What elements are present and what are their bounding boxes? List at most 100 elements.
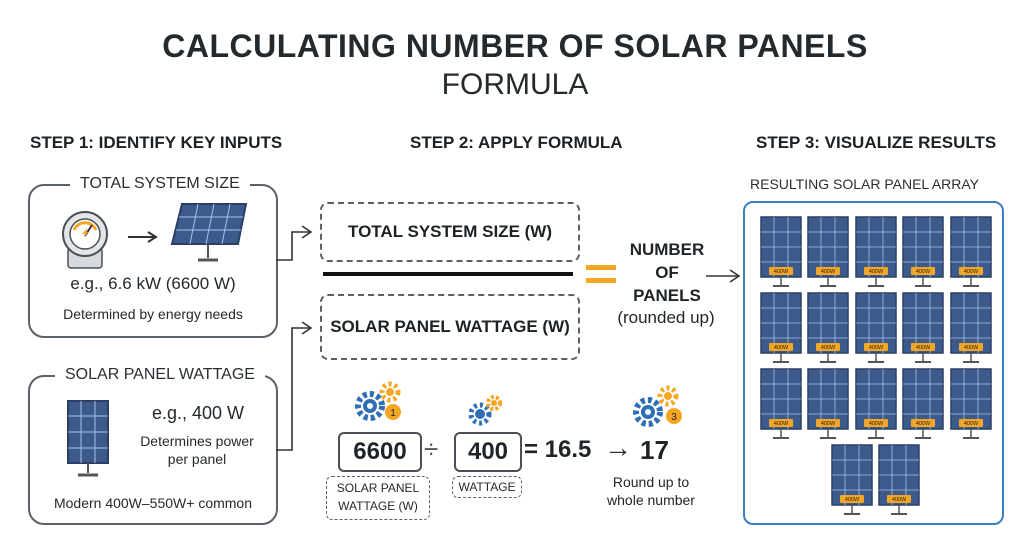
array-panel: 400W (854, 368, 897, 439)
final-result: 17 (640, 435, 669, 465)
array-panel: 400W (854, 292, 897, 363)
divide-symbol: ÷ (424, 434, 439, 464)
panel-tag: 400W (963, 421, 978, 427)
array-panel: 400W (831, 444, 873, 515)
panel-tag: 400W (868, 421, 883, 427)
result-line-1: NUMBER (629, 240, 705, 259)
divisor-label: WATTAGE (452, 476, 522, 498)
panel-tag: 400W (892, 497, 907, 503)
arrow-right-icon (128, 231, 158, 243)
step1-heading: STEP 1: IDENTIFY KEY INPUTS (30, 133, 283, 152)
step2-heading: STEP 2: APPLY FORMULA (410, 133, 623, 152)
panel-tag-badge (768, 419, 793, 427)
array-label: RESULTING SOLAR PANEL ARRAY (750, 176, 979, 192)
panel-tag-badge (863, 343, 888, 351)
round-note-2: whole number (607, 492, 695, 508)
array-panel: 400W (902, 216, 944, 287)
formula-numerator: TOTAL SYSTEM SIZE (W) (320, 202, 580, 262)
array-panel: 400W (949, 216, 992, 287)
formula-denominator: SOLAR PANEL WATTAGE (W) (320, 294, 580, 360)
equals-sign-icon (586, 265, 616, 283)
divisor-box: 400 (454, 432, 522, 472)
dividend-box: 6600 (338, 432, 422, 472)
dividend-label-2: WATTAGE (W) (338, 499, 418, 513)
panel-tag-badge (816, 343, 840, 351)
system-size-label: TOTAL SYSTEM SIZE (70, 175, 250, 193)
panel-tag-badge (863, 419, 888, 427)
step3-heading: STEP 3: VISUALIZE RESULTS (756, 133, 997, 152)
gears-icon: 1 (355, 381, 401, 421)
panel-tag: 400W (821, 269, 836, 275)
gear-badge-3: 3 (671, 412, 677, 423)
panel-tag-badge (863, 267, 888, 275)
result-line-3: PANELS (633, 286, 701, 305)
dividend-label: SOLAR PANEL WATTAGE (W) (326, 476, 430, 520)
panel-tag-badge (911, 419, 935, 427)
array-panel: 400W (807, 216, 849, 287)
panel-tag: 400W (916, 269, 931, 275)
panel-tag-badge (816, 419, 840, 427)
panel-tag: 400W (821, 421, 836, 427)
array-panel: 400W (759, 216, 802, 287)
solar-panel-icon (170, 203, 248, 262)
panel-tag: 400W (773, 345, 788, 351)
arrow-result: → (604, 432, 632, 463)
panel-wattage-note-1: Determines power (140, 433, 254, 449)
solar-array-frame: 400W 400W 400W 400W 400W 400W 400W 400W 400W 400W… (743, 201, 1004, 525)
panel-wattage-card: SOLAR PANEL WATTAGE e.g., 400 W Determin… (28, 366, 278, 525)
panel-tag-badge (958, 419, 983, 427)
solar-panel-icon (67, 400, 109, 477)
round-note-1: Round up to (612, 474, 690, 490)
panel-tag-badge (911, 267, 935, 275)
system-size-example: e.g., 6.6 kW (6600 W) (70, 274, 236, 293)
system-size-card: TOTAL SYSTEM SIZE e.g., 6.6 kW (6600 W) … (28, 175, 278, 338)
equation-result: = 16.5 (524, 436, 592, 463)
panel-tag-badge (958, 267, 983, 275)
panel-tag: 400W (868, 269, 883, 275)
panel-tag: 400W (963, 269, 978, 275)
energy-meter-icon (62, 211, 108, 269)
panel-tag: 400W (916, 421, 931, 427)
panel-tag-badge (816, 267, 840, 275)
array-panel: 400W (759, 292, 802, 363)
panel-wattage-note-2: per panel (167, 451, 227, 467)
formula-result: NUMBER OF PANELS (612, 238, 722, 307)
result-note: (rounded up) (617, 308, 715, 327)
result-line-2: OF (655, 263, 679, 282)
panel-tag-badge (768, 267, 793, 275)
array-panel: 400W (854, 216, 897, 287)
panel-tag: 400W (916, 345, 931, 351)
round-note: Round up to whole number (596, 473, 706, 509)
panel-tag: 400W (963, 345, 978, 351)
panel-tag-badge (887, 495, 912, 503)
array-panel: 400W (902, 292, 944, 363)
panel-wattage-footer: Modern 400W–550W+ common (53, 495, 253, 511)
panel-tag: 400W (821, 345, 836, 351)
array-panel: 400W (759, 368, 802, 439)
system-size-note: Determined by energy needs (63, 306, 243, 322)
array-panel: 400W (807, 292, 849, 363)
array-panel: 400W (807, 368, 849, 439)
dividend-label-1: SOLAR PANEL (336, 481, 420, 495)
array-panel: 400W (902, 368, 944, 439)
array-panel: 400W (949, 292, 992, 363)
panel-wattage-example: e.g., 400 W (151, 403, 245, 423)
panel-tag: 400W (868, 345, 883, 351)
panel-tag: 400W (773, 421, 788, 427)
panel-wattage-label: SOLAR PANEL WATTAGE (55, 366, 265, 384)
fraction-bar (323, 272, 573, 276)
panel-tag-badge (958, 343, 983, 351)
gears-icon: 3 (633, 385, 682, 427)
panel-tag: 400W (773, 269, 788, 275)
array-panel: 400W (949, 368, 992, 439)
panel-tag: 400W (845, 497, 860, 503)
panel-tag-badge (768, 343, 793, 351)
panel-tag-badge (911, 343, 935, 351)
panel-tag-badge (839, 495, 864, 503)
page-subtitle: FORMULA (441, 68, 589, 101)
gears-icon (468, 395, 502, 426)
page-title: CALCULATING NUMBER OF SOLAR PANELS (162, 28, 868, 64)
array-panel: 400W (878, 444, 920, 515)
gear-badge-1: 1 (390, 408, 396, 419)
